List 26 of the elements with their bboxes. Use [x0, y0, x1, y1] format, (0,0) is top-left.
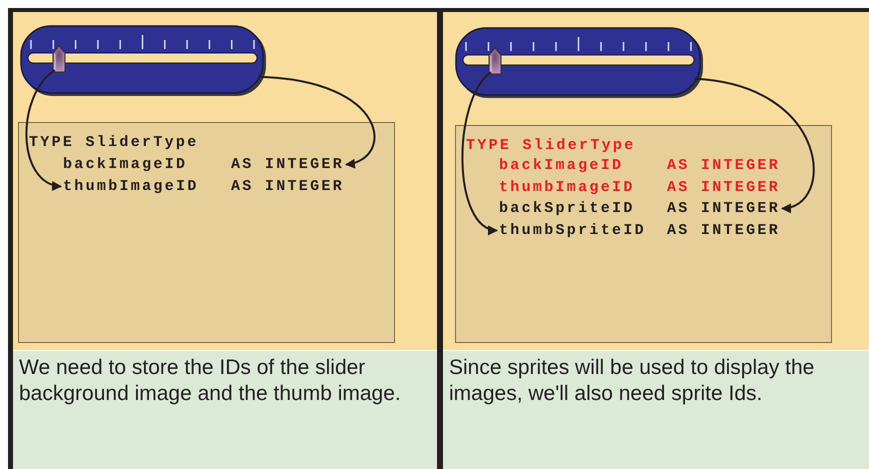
code-text: backImageID: [63, 155, 188, 175]
code-text: backImageID: [499, 156, 624, 176]
arrow: [462, 72, 498, 234]
arrow: [26, 69, 62, 190]
code-text: AS INTEGER: [667, 199, 780, 219]
code-text: AS INTEGER: [231, 155, 344, 175]
arrow: [694, 78, 814, 212]
code-text: AS INTEGER: [667, 178, 780, 198]
code-text: AS INTEGER: [667, 221, 780, 241]
caption-text: We need to store the IDs of the slider background image and the thumb image.: [19, 355, 402, 407]
slider-drawing: [455, 27, 702, 97]
code-panel: [18, 122, 395, 343]
code-text: thumbSpriteID: [499, 221, 647, 241]
code-panel: [455, 125, 832, 343]
code-text: thumbImageID: [499, 178, 636, 198]
code-text: backSpriteID: [499, 199, 636, 219]
code-text: AS INTEGER: [231, 177, 344, 197]
code-text: AS INTEGER: [667, 156, 780, 176]
code-text: TYPE SliderType: [466, 136, 636, 156]
caption-panel: [13, 351, 437, 469]
caption-text: Since sprites will be used to display the images, we'll also need sprite Ids.: [449, 355, 816, 407]
arrow: [258, 76, 376, 168]
caption-panel: [443, 351, 869, 469]
code-text: thumbImageID: [63, 177, 200, 197]
slider-drawing: [20, 25, 265, 95]
code-text: TYPE SliderType: [29, 133, 199, 153]
